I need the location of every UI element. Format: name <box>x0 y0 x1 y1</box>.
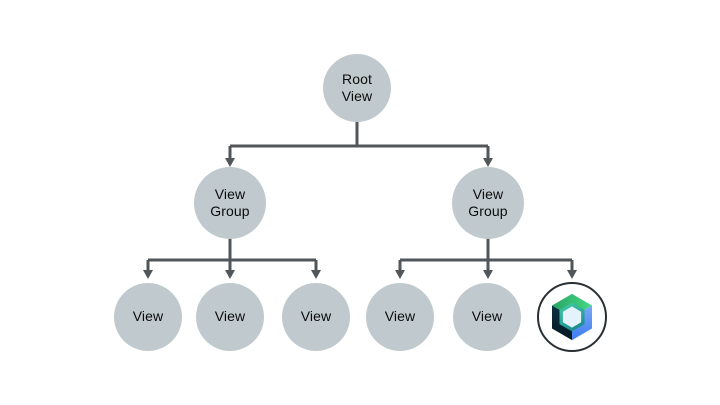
node-view-group-left: View Group <box>194 167 266 239</box>
arrowhead-down-icon <box>483 270 493 279</box>
node-label: View <box>214 308 246 325</box>
jetpack-compose-icon <box>552 293 592 341</box>
connector-right-group-to-views <box>398 238 574 271</box>
node-view-leaf: View <box>114 283 182 351</box>
arrowhead-down-icon <box>311 270 321 279</box>
node-label: Root View <box>341 70 373 104</box>
arrowhead-down-icon <box>225 270 235 279</box>
arrowhead-down-icon <box>567 270 577 279</box>
arrowhead-down-icon <box>483 158 493 167</box>
arrowhead-down-icon <box>143 270 153 279</box>
node-view-leaf: View <box>366 283 434 351</box>
node-label: View Group <box>468 185 508 219</box>
node-root-view: Root View <box>323 54 391 122</box>
arrowhead-down-icon <box>395 270 405 279</box>
node-view-group-right: View Group <box>452 167 524 239</box>
node-label: View <box>471 308 503 325</box>
node-label: View <box>384 308 416 325</box>
node-compose <box>537 282 607 352</box>
node-label: View <box>132 308 164 325</box>
node-view-leaf: View <box>196 283 264 351</box>
node-view-leaf: View <box>282 283 350 351</box>
connector-root-to-groups <box>228 120 490 159</box>
arrowhead-down-icon <box>225 158 235 167</box>
node-view-leaf: View <box>453 283 521 351</box>
node-label: View <box>300 308 332 325</box>
connector-left-group-to-views <box>146 238 318 271</box>
node-label: View Group <box>210 185 250 219</box>
